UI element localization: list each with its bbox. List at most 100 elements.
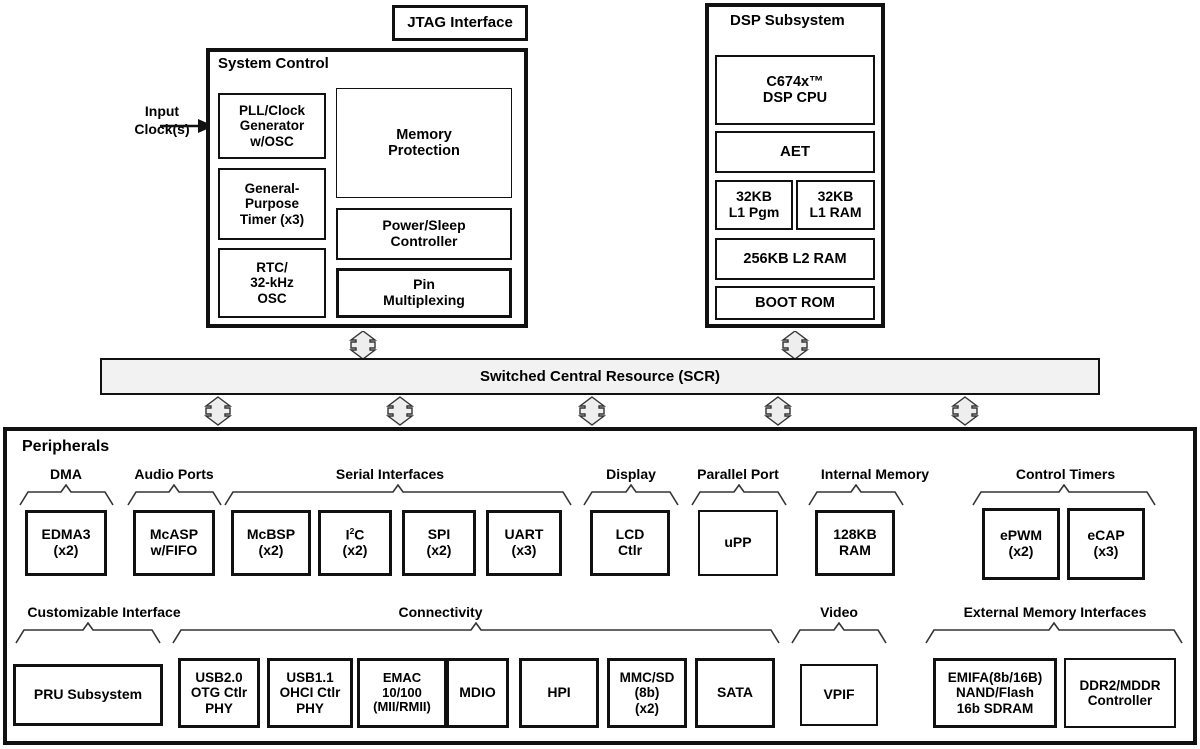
input-clock-label: Input Clock(s) <box>134 103 190 137</box>
brace-serial-interfaces <box>224 484 572 506</box>
brace-customizable-interface <box>15 622 161 644</box>
memprot-line-1: Memory <box>396 126 452 143</box>
uart-line-1: UART <box>504 526 544 543</box>
l1-pgm-block[interactable]: 32KB L1 Pgm <box>715 180 793 230</box>
peripherals-title: Peripherals <box>22 438 110 455</box>
power-sleep-controller-block[interactable]: Power/Sleep Controller <box>336 208 512 260</box>
ecap-block[interactable]: eCAP (x3) <box>1067 508 1145 580</box>
edma3-block[interactable]: EDMA3 (x2) <box>25 510 107 576</box>
epwm-line-2: (x2) <box>1008 543 1034 559</box>
group-label-video: Video <box>820 604 858 620</box>
group-label-control-timers: Control Timers <box>1015 466 1116 482</box>
mmcsd-line-1: MMC/SD <box>619 670 675 686</box>
group-label-internal-memory: Internal Memory <box>820 466 930 482</box>
connector-arrow-peripheral-2-icon <box>385 396 415 426</box>
group-label-audio-ports: Audio Ports <box>134 466 214 482</box>
boot-rom-block[interactable]: BOOT ROM <box>715 286 875 320</box>
lcd-line-2: Ctlr <box>617 542 643 558</box>
rtc-line-1: RTC/ <box>256 260 288 276</box>
group-label-external-memory-interfaces: External Memory Interfaces <box>963 604 1147 620</box>
i2c-block[interactable]: I2C (x2) <box>318 510 392 576</box>
emifa-block[interactable]: EMIFA(8b/16B) NAND/Flash 16b SDRAM <box>933 658 1057 728</box>
group-label-display: Display <box>606 466 656 482</box>
dsp-cpu-line-2: DSP CPU <box>762 90 828 106</box>
l1ram-line-1: 32KB <box>817 188 854 205</box>
pin-multiplexing-block[interactable]: Pin Multiplexing <box>336 268 512 318</box>
ddr2-mddr-block[interactable]: DDR2/MDDR Controller <box>1064 658 1176 728</box>
emifa-line-2: NAND/Flash <box>955 685 1034 701</box>
mdio-label: MDIO <box>459 684 496 701</box>
upp-block[interactable]: uPP <box>698 510 778 576</box>
brace-internal-memory <box>808 484 904 506</box>
mcasp-block[interactable]: McASP w/FIFO <box>133 510 215 576</box>
emac-block[interactable]: EMAC 10/100 (MII/RMII) <box>357 658 447 728</box>
upp-label: uPP <box>724 534 752 551</box>
mcbsp-block[interactable]: McBSP (x2) <box>231 510 311 576</box>
memprot-line-2: Protection <box>388 143 460 159</box>
emac-line-3: (MII/RMII) <box>373 699 431 715</box>
ecap-line-1: eCAP <box>1087 527 1125 544</box>
usb2-line-3: PHY <box>205 700 233 716</box>
mmc-sd-block[interactable]: MMC/SD (8b) (x2) <box>607 658 687 728</box>
l1ram-line-2: L1 RAM <box>809 204 862 220</box>
general-purpose-timer-block[interactable]: General- Purpose Timer (x3) <box>218 168 326 240</box>
mcasp-line-1: McASP <box>149 526 199 543</box>
iram-line-2: RAM <box>839 542 871 558</box>
usb2-otg-block[interactable]: USB2.0 OTG Ctlr PHY <box>178 658 260 728</box>
group-label-parallel-port: Parallel Port <box>697 466 779 482</box>
group-label-dma: DMA <box>50 466 82 482</box>
rtc-osc-block[interactable]: RTC/ 32-kHz OSC <box>218 248 326 318</box>
spi-line-1: SPI <box>427 526 451 543</box>
jtag-interface-block[interactable]: JTAG Interface <box>392 5 528 41</box>
vpif-block[interactable]: VPIF <box>800 664 878 726</box>
brace-connectivity <box>172 622 780 644</box>
ddr2-line-1: DDR2/MDDR <box>1079 677 1161 693</box>
l2ram-label: 256KB L2 RAM <box>743 250 847 267</box>
gpt-line-3: Timer (x3) <box>239 211 305 227</box>
l1pgm-line-2: L1 Pgm <box>728 204 780 220</box>
psc-line-2: Controller <box>390 233 458 249</box>
aet-block[interactable]: AET <box>715 131 875 173</box>
gpt-line-1: General- <box>244 181 300 197</box>
usb11-ohci-block[interactable]: USB1.1 OHCI Ctlr PHY <box>267 658 353 728</box>
pll-clock-generator-block[interactable]: PLL/Clock Generator w/OSC <box>218 93 326 159</box>
mdio-block[interactable]: MDIO <box>446 658 509 728</box>
uart-line-2: (x3) <box>511 542 537 558</box>
i2c-line-2: (x2) <box>342 542 368 559</box>
hpi-block[interactable]: HPI <box>519 658 599 728</box>
internal-ram-block[interactable]: 128KB RAM <box>815 510 895 576</box>
mcbsp-line-2: (x2) <box>258 542 284 558</box>
iram-line-1: 128KB <box>833 526 877 543</box>
mmcsd-line-2: (8b) <box>634 685 660 701</box>
connector-arrow-peripheral-4-icon <box>763 396 793 426</box>
usb2-line-1: USB2.0 <box>195 670 243 686</box>
brace-parallel-port <box>691 484 787 506</box>
sata-block[interactable]: SATA <box>695 658 775 728</box>
brace-external-memory-interfaces <box>925 622 1183 644</box>
connector-arrow-system-control-icon <box>348 331 378 359</box>
ecap-line-2: (x3) <box>1093 543 1119 559</box>
dsp-cpu-line-1: C674x™ <box>766 73 824 90</box>
vpif-label: VPIF <box>823 686 855 703</box>
jtag-interface-label: JTAG Interface <box>407 13 513 31</box>
i2c-line-1: I2C <box>345 526 365 543</box>
aet-label: AET <box>780 142 810 160</box>
usb2-line-2: OTG Ctlr <box>190 685 248 701</box>
epwm-block[interactable]: ePWM (x2) <box>982 508 1060 580</box>
usb11-line-1: USB1.1 <box>286 670 334 686</box>
epwm-line-1: ePWM <box>1000 527 1042 544</box>
hpi-label: HPI <box>547 684 571 701</box>
dsp-cpu-block[interactable]: C674x™ DSP CPU <box>715 55 875 125</box>
l2-ram-block[interactable]: 256KB L2 RAM <box>715 238 875 280</box>
pru-subsystem-block[interactable]: PRU Subsystem <box>13 664 163 726</box>
lcd-ctlr-block[interactable]: LCD Ctlr <box>590 510 670 576</box>
usb11-line-2: OHCI Ctlr <box>279 685 341 701</box>
emifa-line-1: EMIFA(8b/16B) <box>947 670 1043 686</box>
emac-line-1: EMAC <box>382 670 422 686</box>
memory-protection-block[interactable]: Memory Protection <box>336 88 512 198</box>
l1-ram-block[interactable]: 32KB L1 RAM <box>796 180 875 230</box>
spi-block[interactable]: SPI (x2) <box>402 510 476 576</box>
edma3-line-1: EDMA3 <box>41 526 91 543</box>
pll-line-2: Generator <box>239 118 305 134</box>
uart-block[interactable]: UART (x3) <box>486 510 562 576</box>
